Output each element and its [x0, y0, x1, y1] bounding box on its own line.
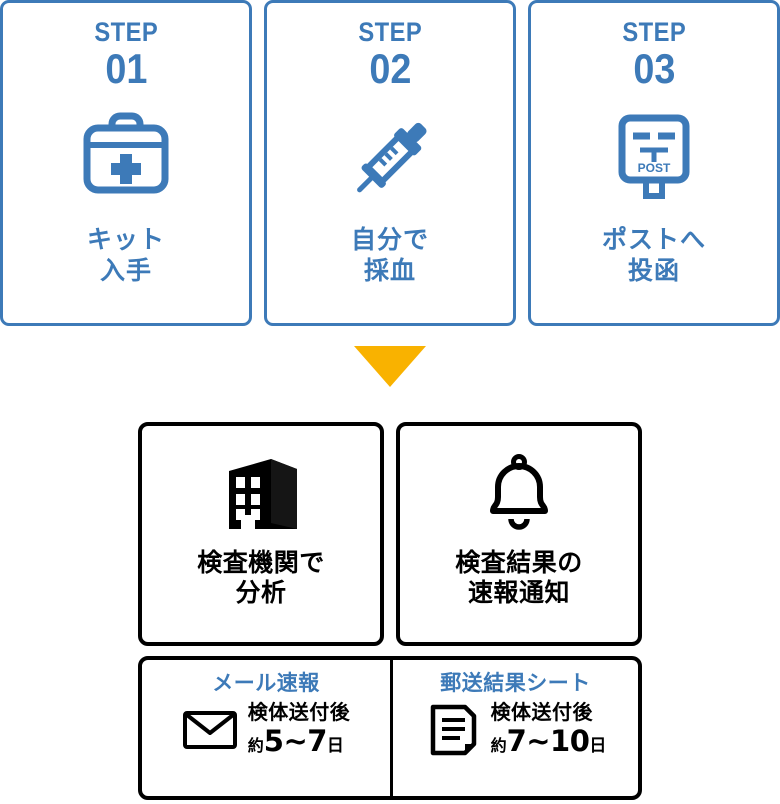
building-icon	[213, 448, 309, 540]
delivery-title-email: メール速報	[212, 671, 320, 695]
delivery-days-postal: 約7~10日	[490, 724, 607, 759]
step-word-01: STEP	[94, 17, 158, 47]
bell-icon	[476, 448, 562, 540]
envelope-icon	[182, 709, 238, 751]
result-label-analysis-line1: 検査機関で	[197, 548, 325, 577]
result-label-notification-line2: 速報通知	[467, 578, 570, 607]
delivery-column-postal[interactable]: 郵送結果シート 検体送付後 約7~10日	[390, 660, 638, 796]
delivery-range-postal: 7~10	[506, 724, 590, 759]
step-label-02: 自分で 採血	[351, 225, 429, 286]
step-label-01-line1: キット	[86, 225, 165, 255]
result-label-notification-line1: 検査結果の	[455, 548, 583, 577]
step-card-02[interactable]: STEP 02 自分で 採	[264, 0, 516, 326]
delivery-after-email: 検体送付後	[247, 700, 351, 725]
delivery-text-postal: 検体送付後 約7~10日	[491, 701, 607, 758]
step-card-03[interactable]: STEP 03 POST ポストへ 投函	[528, 0, 780, 326]
result-label-analysis-line2: 分析	[235, 578, 287, 607]
results-row: 検査機関で 分析 検査結果の 速報通知	[138, 422, 642, 646]
step-word-03: STEP	[622, 17, 686, 47]
result-card-notification[interactable]: 検査結果の 速報通知	[396, 422, 642, 646]
step-number-03: 03	[632, 45, 676, 92]
step-label-03: ポストへ 投函	[602, 225, 706, 286]
delivery-bar: メール速報 検体送付後 約5~7日 郵送結果シート	[138, 656, 642, 800]
down-triangle-icon	[354, 346, 426, 387]
result-label-analysis: 検査機関で 分析	[197, 548, 325, 608]
step-number-01: 01	[104, 45, 148, 92]
delivery-range-email: 5~7	[263, 724, 328, 759]
document-icon	[425, 704, 481, 756]
step-label-03-line1: ポストへ	[601, 225, 706, 255]
step-label-01: キット 入手	[87, 225, 165, 286]
delivery-body-postal: 検体送付後 約7~10日	[425, 701, 607, 758]
delivery-days-email: 約5~7日	[247, 724, 351, 759]
postbox-icon: POST	[604, 105, 704, 211]
step-label-03-line2: 投函	[627, 255, 680, 285]
step-label-02-line1: 自分で	[350, 225, 429, 255]
step-label-02-line2: 採血	[363, 255, 416, 285]
syringe-icon	[338, 105, 442, 211]
postbox-post-label: POST	[638, 161, 671, 175]
step-number-02: 02	[368, 45, 412, 92]
delivery-unit-postal: 日	[589, 736, 607, 757]
steps-row: STEP 01 キット 入手 STEP 02	[0, 0, 780, 328]
step-card-01[interactable]: STEP 01 キット 入手	[0, 0, 252, 326]
delivery-column-email[interactable]: メール速報 検体送付後 約5~7日	[142, 660, 390, 796]
result-card-analysis[interactable]: 検査機関で 分析	[138, 422, 384, 646]
result-label-notification: 検査結果の 速報通知	[455, 548, 583, 608]
delivery-approx-postal: 約	[490, 736, 507, 756]
delivery-after-postal: 検体送付後	[490, 700, 594, 725]
step-label-01-line2: 入手	[99, 255, 152, 285]
delivery-approx-email: 約	[247, 736, 264, 756]
step-word-02: STEP	[358, 17, 422, 47]
first-aid-kit-icon	[74, 105, 178, 211]
delivery-body-email: 検体送付後 約5~7日	[182, 701, 351, 758]
down-arrow-container	[0, 346, 780, 387]
delivery-text-email: 検体送付後 約5~7日	[248, 701, 351, 758]
delivery-unit-email: 日	[326, 736, 344, 757]
delivery-title-postal: 郵送結果シート	[440, 671, 591, 695]
